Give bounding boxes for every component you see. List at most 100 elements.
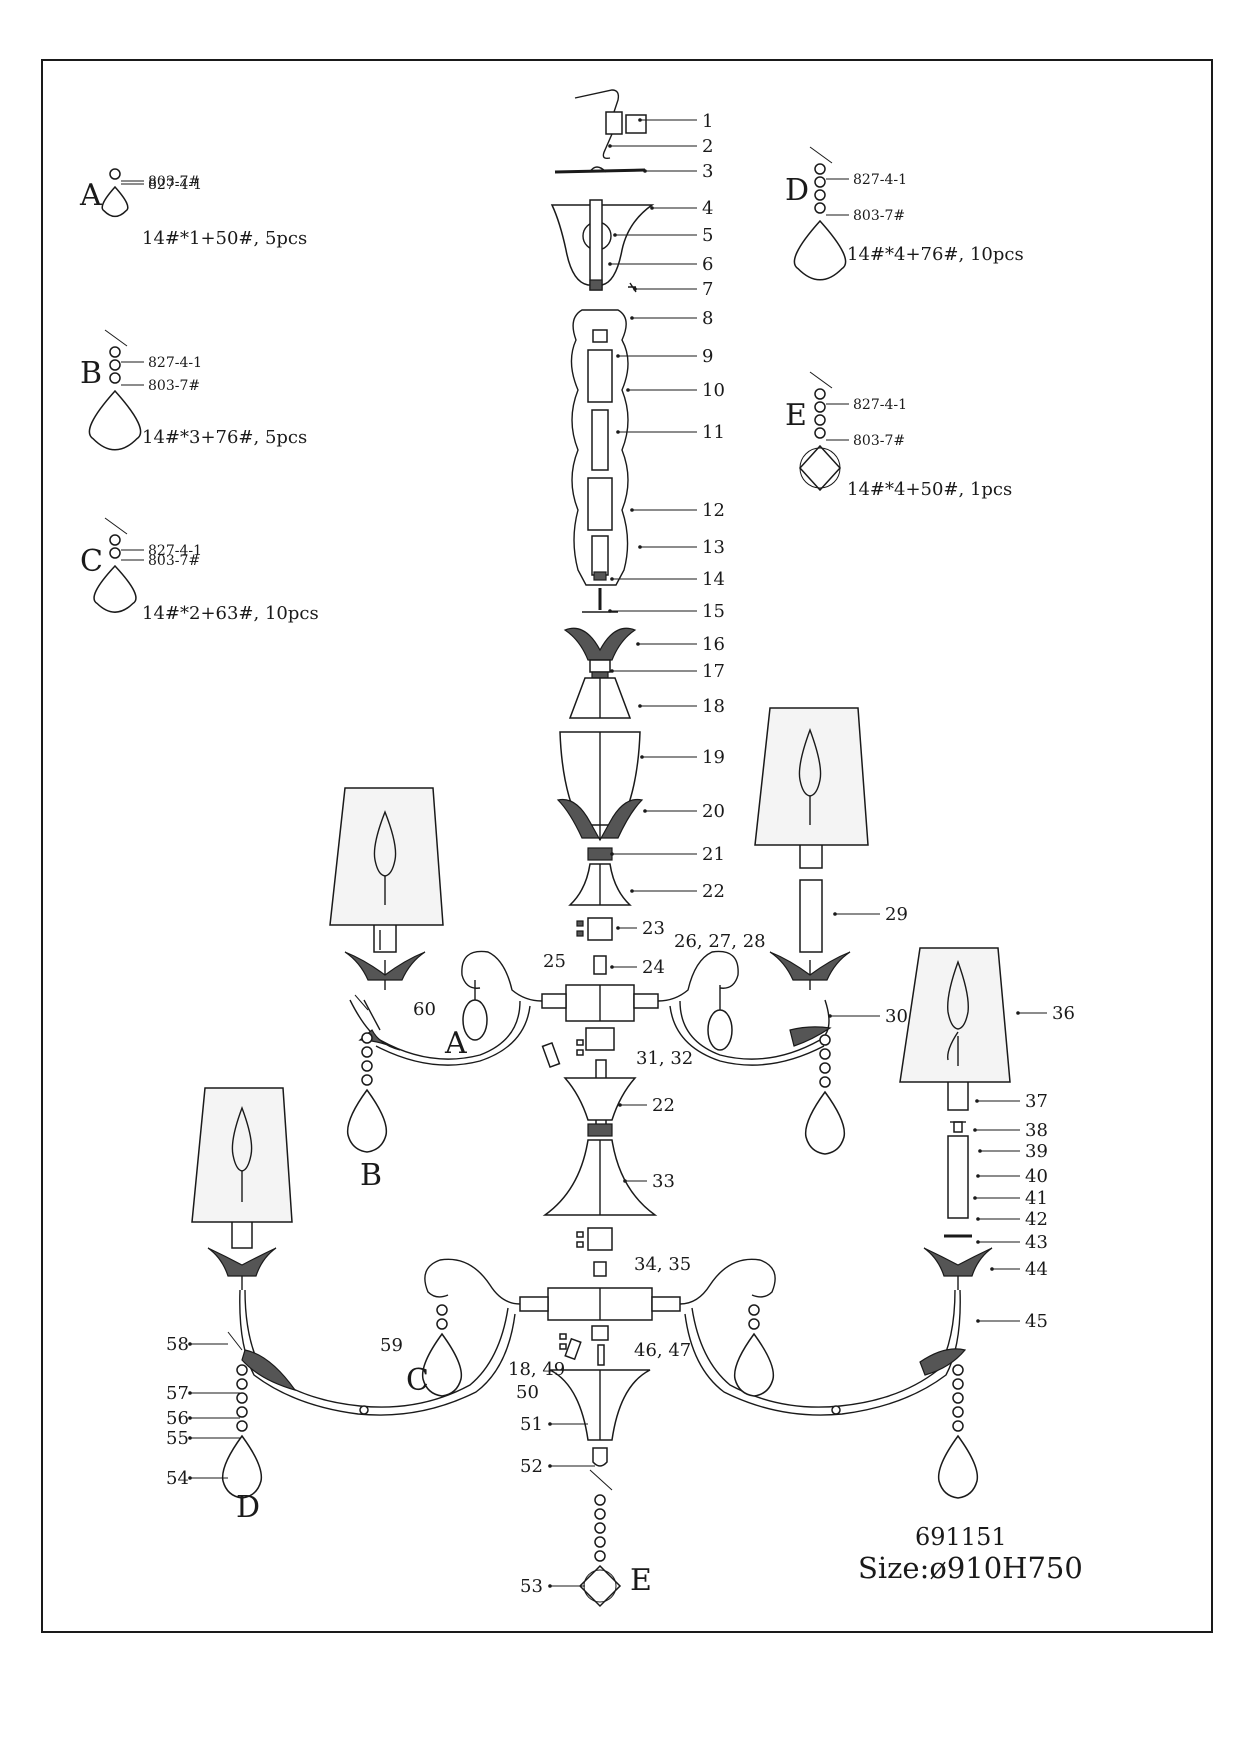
leader-dot [548,1422,552,1426]
part-group-label: 18, 49 [508,1359,565,1380]
lower-left-arm [191,1087,521,1416]
chain-cover [570,309,629,586]
part-group-label: 59 [380,1335,403,1356]
part-number: 20 [702,801,725,822]
legend-spec: 14#*1+50#, 5pcs [142,228,307,249]
part-number: 52 [520,1456,543,1477]
crystal-ball-outline [799,447,841,489]
part-group-label: 60 [413,999,436,1020]
legend-letter: D [785,173,809,208]
legend-code-top: 827-4-1 [148,177,202,193]
leader-dot [188,1342,192,1346]
part-number: 53 [520,1576,543,1597]
part-number: 38 [1025,1120,1048,1141]
part-number: 40 [1025,1166,1048,1187]
legend-letter: B [80,356,102,391]
leader-dot [1016,1011,1020,1015]
legend-code-bottom: 803-7# [148,553,200,569]
part-number: 33 [652,1171,675,1192]
leader-dot [610,669,614,673]
leader-dot [638,545,642,549]
leader-dot [976,1217,980,1221]
part-number: 14 [702,569,725,590]
part-number: 2 [702,136,713,157]
part-number: 10 [702,380,725,401]
upper-drops [346,994,846,1155]
leader-dot [976,1240,980,1244]
bead [109,346,121,358]
part-number: 41 [1025,1188,1048,1209]
part-number: 7 [702,279,713,300]
leader-dot [630,889,634,893]
bead [109,372,121,384]
leader-dot [188,1476,192,1480]
part-number: 22 [702,881,725,902]
bead [814,414,826,426]
legend-code-top: 827-4-1 [148,543,202,559]
assembly-letter: D [236,1490,260,1525]
leader-dot [548,1464,552,1468]
bottom-finial [549,1369,651,1608]
leader-dot [650,206,654,210]
part-number: 30 [885,1006,908,1027]
bead [814,388,826,400]
legend-spec: 14#*2+63#, 10pcs [142,603,319,624]
part-number: 1 [702,111,713,132]
crystal-ball [798,444,842,492]
legend-code-top: 827-4-1 [148,355,202,371]
leader-dot [608,144,612,148]
bead [109,534,121,546]
ceiling-mount [550,89,655,293]
leader-dot [608,609,612,613]
hook-line [809,371,833,389]
size-text: Size:ø910H750 [858,1551,1083,1585]
part-group-label: 26, 27, 28 [674,931,766,952]
part-number: 36 [1052,1003,1075,1024]
page-border [41,59,1213,1633]
part-group-label: 25 [543,951,566,972]
part-number: 58 [166,1334,189,1355]
leader-dot [640,755,644,759]
leader-dot [976,1319,980,1323]
crystal-drop [88,389,142,451]
leader-dot [990,1267,994,1271]
leader-dot [643,809,647,813]
leader-dot [548,1584,552,1588]
part-number: 22 [652,1095,675,1116]
leader-dot [616,430,620,434]
leader-dot [630,508,634,512]
leader-dot [188,1436,192,1440]
leader-dot [616,926,620,930]
leader-dot [636,642,640,646]
legend-code-top: 827-4-1 [853,172,907,188]
upper-hub [541,984,659,1131]
legend-code-bottom: 803-7# [853,208,905,224]
leader-dot [638,118,642,122]
leader-dot [633,287,637,291]
part-number: 12 [702,500,725,521]
small-fittings [541,1039,966,1361]
bead [814,427,826,439]
lower-right-arm [679,947,1011,1416]
part-number: 55 [166,1428,189,1449]
leader-dot [975,1099,979,1103]
leader-dot [973,1128,977,1132]
part-number: 3 [702,161,713,182]
assembly-letter: B [360,1158,382,1193]
legend-code-bottom: 803-7# [853,433,905,449]
leader-dot [188,1391,192,1395]
model-number: 691151 [915,1523,1007,1551]
leader-dot [833,912,837,916]
bead [109,168,121,180]
part-number: 51 [520,1414,543,1435]
part-number: 15 [702,601,725,622]
bead [109,359,121,371]
hook-line [104,329,128,347]
leader-dot [976,1174,980,1178]
leader-dot [638,704,642,708]
leader-dot [613,233,617,237]
crystal-drop [101,185,129,218]
